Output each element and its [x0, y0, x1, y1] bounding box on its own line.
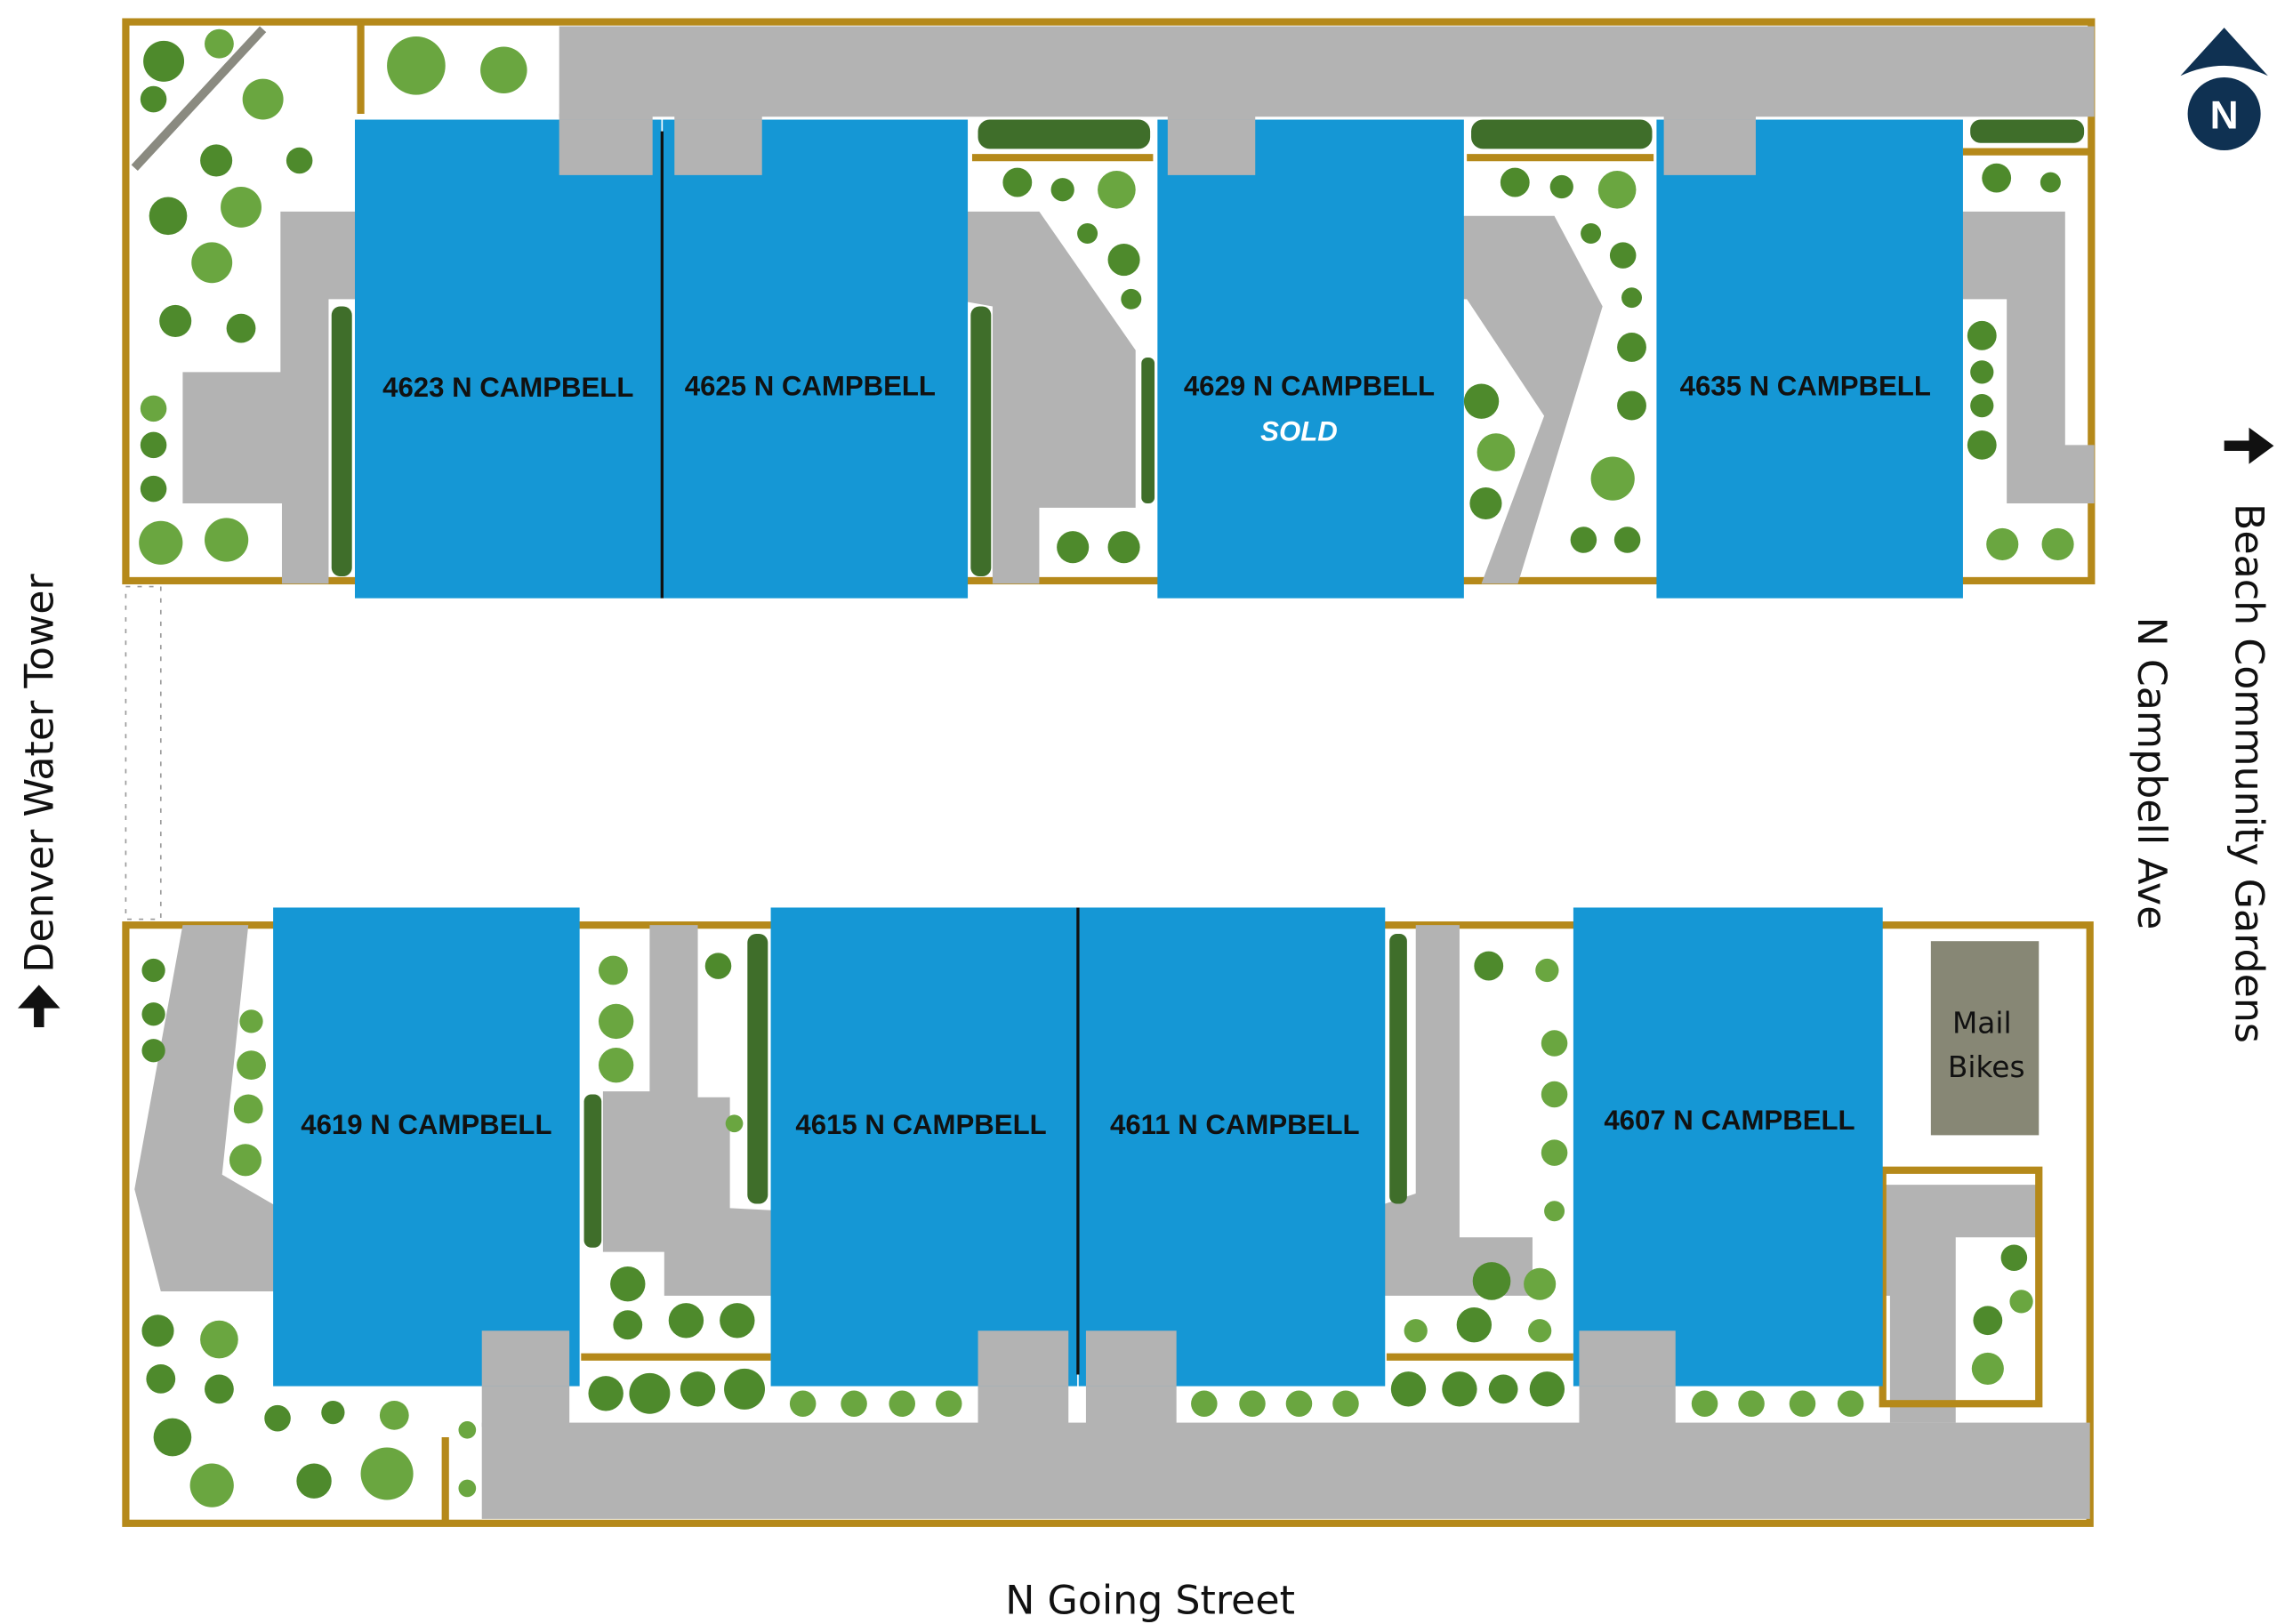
- unit-4611[interactable]: [1078, 907, 1386, 1387]
- hedge: [1389, 933, 1407, 1204]
- hedge: [1141, 357, 1155, 504]
- unit-4625[interactable]: [663, 119, 969, 599]
- walkway: [1372, 925, 1533, 1296]
- unit-label: 4619 N CAMPBELL: [301, 1109, 551, 1140]
- bikes-label: Bikes: [1948, 1050, 2025, 1084]
- unit-label: 4623 N CAMPBELL: [382, 372, 633, 403]
- direction-label-east: Beach Community Gardens: [2226, 503, 2272, 1043]
- unit-4635[interactable]: [1656, 119, 1963, 599]
- walkway: [1449, 215, 1603, 584]
- unit-4615[interactable]: [770, 907, 1078, 1387]
- hedge: [970, 306, 992, 577]
- walkway: [1948, 211, 2095, 504]
- unit-label: 4625 N CAMPBELL: [685, 371, 936, 402]
- driveway-notch: [481, 1331, 570, 1387]
- north-fence: [122, 18, 2096, 585]
- unit-label: 4607 N CAMPBELL: [1604, 1105, 1855, 1136]
- unit-4619[interactable]: [273, 907, 580, 1387]
- mail-label: Mail: [1952, 1007, 2012, 1041]
- arrow-right-icon: [2224, 427, 2274, 464]
- unit-4623[interactable]: [354, 119, 662, 599]
- north-compass-icon: N: [2180, 28, 2268, 150]
- north-block: 4623 N CAMPBELL 4625 N CAMPBELL 4629 N C…: [122, 18, 2096, 599]
- hedge: [1970, 119, 2085, 143]
- south-block: 4619 N CAMPBELL 4615 N CAMPBELL 4611 N C…: [122, 907, 2094, 1527]
- walkway: [602, 925, 789, 1296]
- unit-label: 4615 N CAMPBELL: [795, 1109, 1046, 1140]
- hedge: [331, 306, 352, 577]
- decorative-pattern: [125, 585, 162, 921]
- sold-badge: SOLD: [1260, 415, 1338, 446]
- hedge: [1471, 119, 1653, 149]
- driveway-notch: [978, 1331, 1069, 1387]
- hedge: [583, 1094, 602, 1248]
- driveway-notch: [1579, 1331, 1676, 1387]
- unit-4607[interactable]: [1573, 907, 1883, 1387]
- landscape-plants: [141, 951, 2033, 1507]
- arrow-left-icon: [18, 985, 60, 1027]
- walkway: [134, 925, 286, 1291]
- walkway: [952, 211, 1136, 584]
- landscape-plants: [139, 28, 2074, 565]
- street-label-south: N Going Street: [1005, 1579, 1295, 1624]
- unit-label: 4611 N CAMPBELL: [1110, 1109, 1359, 1140]
- diagonal-path: [131, 26, 267, 172]
- unit-4629[interactable]: [1157, 119, 1464, 599]
- driveway-notch: [559, 119, 653, 175]
- driveway-notch: [1663, 119, 1756, 175]
- driveway-notch: [1085, 1331, 1177, 1387]
- hedge: [747, 933, 768, 1204]
- walkway: [1872, 1185, 2040, 1423]
- walkway: [182, 211, 366, 584]
- north-alley: [559, 26, 2095, 117]
- driveway-notch: [1167, 119, 1256, 175]
- unit-label: 4629 N CAMPBELL: [1184, 371, 1435, 402]
- street-label-east: N Campbell Ave: [2128, 617, 2174, 930]
- unit-label: 4635 N CAMPBELL: [1680, 371, 1931, 402]
- south-alley: [481, 1422, 2090, 1519]
- driveway-notch: [674, 119, 762, 175]
- hedge: [978, 119, 1151, 149]
- mail-bikes-box: Mail Bikes: [1930, 941, 2040, 1136]
- compass-letter: N: [2210, 93, 2239, 137]
- direction-label-west: Denver Water Tower: [17, 574, 62, 973]
